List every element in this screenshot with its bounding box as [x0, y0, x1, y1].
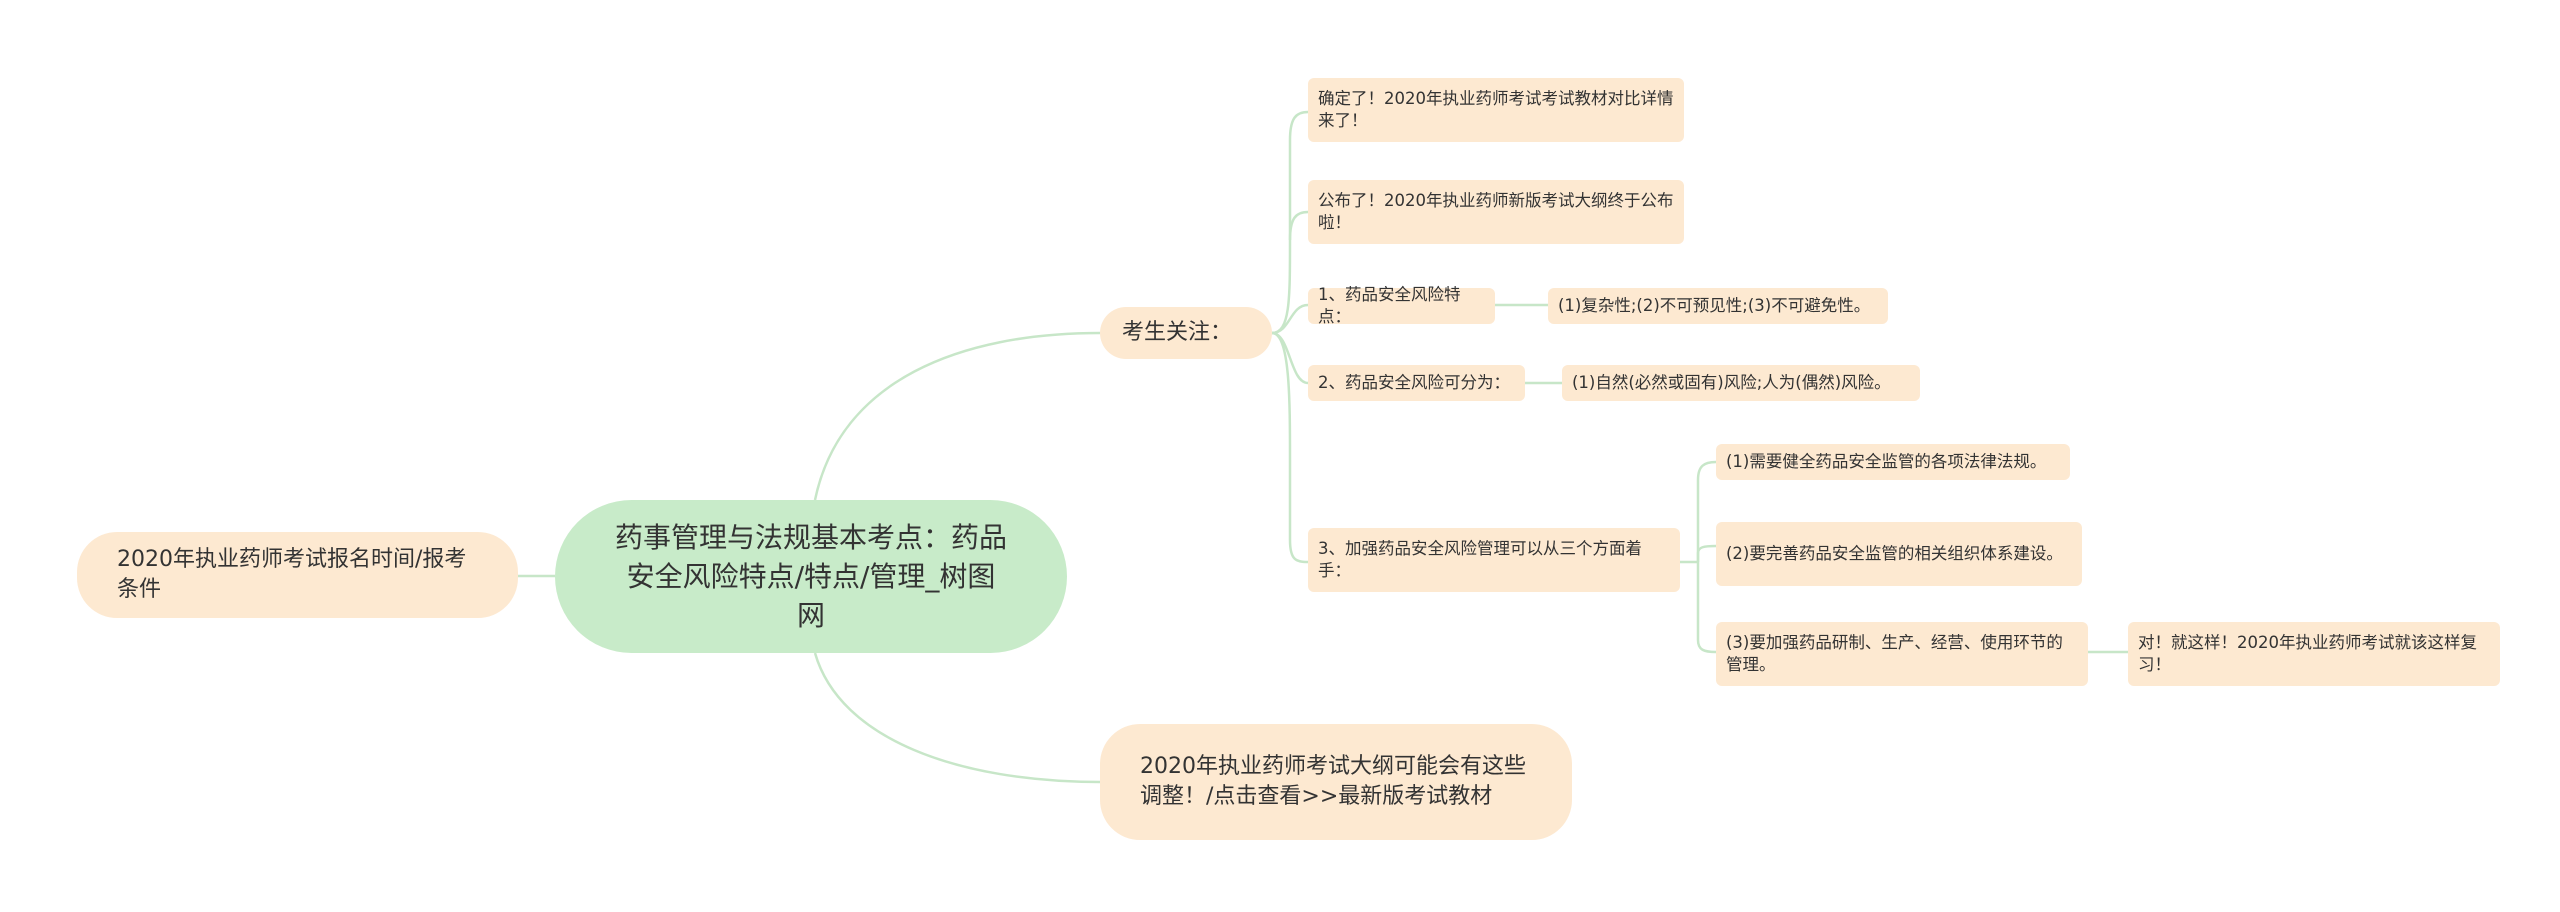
study-tip-note[interactable]: 对！就这样！2020年执业药师考试就该这样复习！ — [2128, 622, 2500, 686]
risk-features-detail[interactable]: (1)复杂性;(2)不可预见性;(3)不可避免性。 — [1548, 288, 1888, 324]
connector-item5-sub1 — [1696, 460, 1717, 562]
connector-focus-item-4 — [1271, 331, 1309, 385]
root-topic[interactable]: 药事管理与法规基本考点：药品安全风险特点/特点/管理_树图网 — [555, 500, 1067, 653]
detail-label: (1)自然(必然或固有)风险;人为(偶然)风险。 — [1572, 372, 1891, 392]
connector-focus-item-5 — [1271, 331, 1309, 564]
risk-types-detail[interactable]: (1)自然(必然或固有)风险;人为(偶然)风险。 — [1562, 365, 1920, 401]
connector-item5-sub2 — [1696, 544, 1717, 562]
focus-item-label: 2、药品安全风险可分为： — [1318, 372, 1510, 392]
topic-syllabus-changes-label: 2020年执业药师考试大纲可能会有这些调整！/点击查看>>最新版考试教材 — [1140, 754, 1526, 809]
sub-item-label: (1)需要健全药品安全监管的各项法律法规。 — [1726, 451, 2047, 471]
focus-item-risk-management[interactable]: 3、加强药品安全风险管理可以从三个方面着手： — [1308, 528, 1680, 592]
sub-item-label: (2)要完善药品安全监管的相关组织体系建设。 — [1726, 543, 2063, 563]
connector-root-focus — [813, 331, 1101, 501]
risk-management-sub-organization[interactable]: (2)要完善药品安全监管的相关组织体系建设。 — [1716, 522, 2082, 586]
focus-item-risk-types[interactable]: 2、药品安全风险可分为： — [1308, 365, 1525, 401]
connector-focus-item-3 — [1271, 303, 1309, 335]
topic-syllabus-changes[interactable]: 2020年执业药师考试大纲可能会有这些调整！/点击查看>>最新版考试教材 — [1100, 724, 1572, 840]
connector-item5-sub3 — [1696, 562, 1717, 654]
topic-candidate-focus-label: 考生关注： — [1122, 320, 1233, 346]
topic-candidate-focus[interactable]: 考生关注： — [1100, 307, 1272, 359]
focus-item-label: 确定了！2020年执业药师考试考试教材对比详情来了！ — [1318, 88, 1674, 130]
topic-registration-info-label: 2020年执业药师考试报名时间/报考条件 — [117, 547, 467, 602]
focus-item-risk-features[interactable]: 1、药品安全风险特点： — [1308, 285, 1495, 326]
risk-management-sub-laws[interactable]: (1)需要健全药品安全监管的各项法律法规。 — [1716, 444, 2070, 480]
risk-management-sub-lifecycle[interactable]: (3)要加强药品研制、生产、经营、使用环节的管理。 — [1716, 622, 2088, 686]
focus-item-new-syllabus[interactable]: 公布了！2020年执业药师新版考试大纲终于公布啦！ — [1308, 180, 1684, 244]
connector-focus-item-2 — [1288, 210, 1309, 241]
connector-root-bottom — [813, 652, 1101, 784]
focus-item-label: 公布了！2020年执业药师新版考试大纲终于公布啦！ — [1318, 190, 1674, 232]
focus-item-label: 1、药品安全风险特点： — [1318, 284, 1461, 326]
note-label: 对！就这样！2020年执业药师考试就该这样复习！ — [2138, 632, 2477, 674]
focus-item-label: 3、加强药品安全风险管理可以从三个方面着手： — [1318, 538, 1642, 580]
root-topic-label: 药事管理与法规基本考点：药品安全风险特点/特点/管理_树图网 — [615, 520, 1008, 633]
connector-focus-trunk — [1271, 110, 1309, 335]
detail-label: (1)复杂性;(2)不可预见性;(3)不可避免性。 — [1558, 295, 1871, 315]
sub-item-label: (3)要加强药品研制、生产、经营、使用环节的管理。 — [1726, 632, 2063, 674]
focus-item-textbook-comparison[interactable]: 确定了！2020年执业药师考试考试教材对比详情来了！ — [1308, 78, 1684, 142]
topic-registration-info[interactable]: 2020年执业药师考试报名时间/报考条件 — [77, 532, 518, 618]
